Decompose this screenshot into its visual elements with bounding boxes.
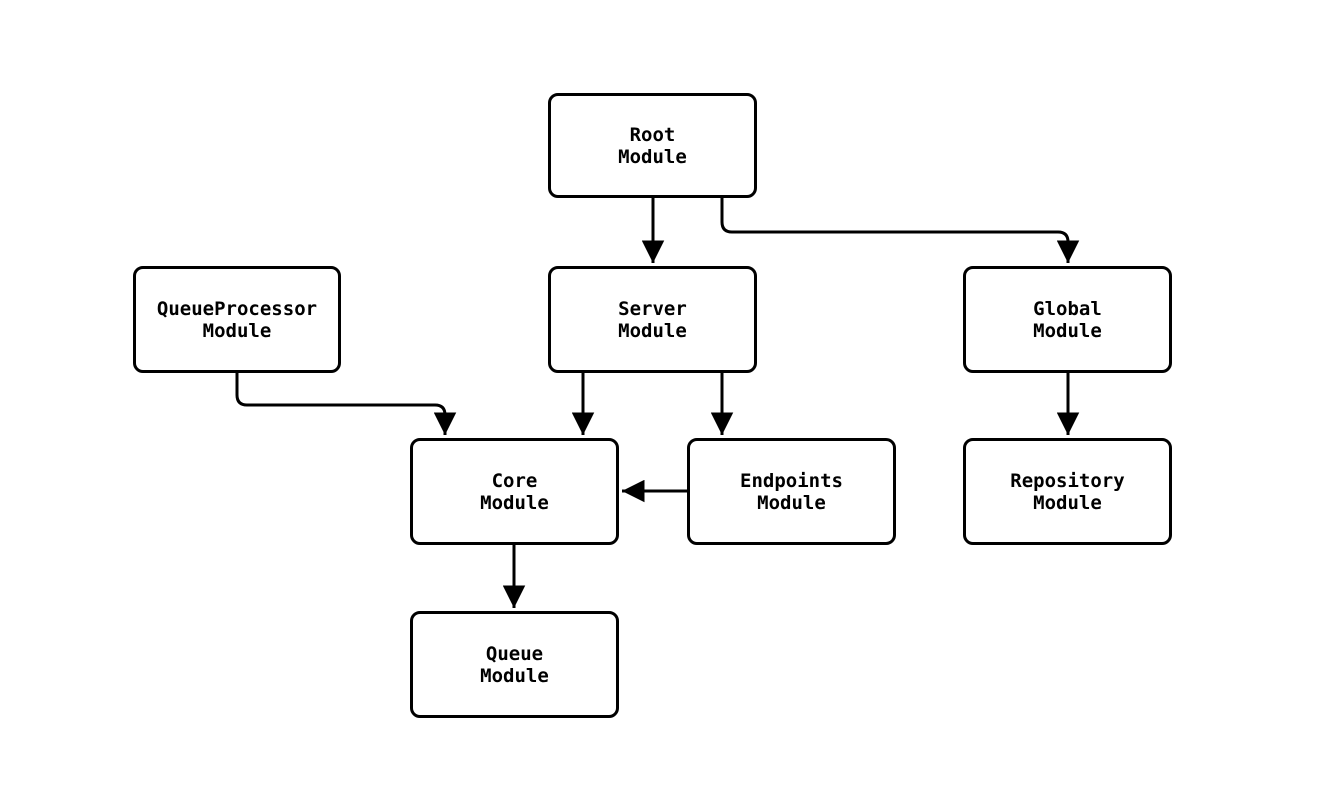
node-queue-module-label: Queue Module: [480, 642, 549, 687]
edge-queueprocessor-core: [235, 373, 457, 435]
node-root-module: Root Module: [548, 93, 757, 198]
node-repository-module-label: Repository Module: [1010, 469, 1125, 514]
node-global-module: Global Module: [963, 266, 1172, 373]
node-queueprocessor-module-label: QueueProcessor Module: [156, 297, 318, 342]
node-queueprocessor-module: QueueProcessor Module: [133, 266, 341, 373]
node-endpoints-module-label: Endpoints Module: [740, 469, 843, 514]
node-repository-module: Repository Module: [963, 438, 1172, 545]
node-core-module: Core Module: [410, 438, 619, 545]
node-global-module-label: Global Module: [1033, 297, 1102, 342]
node-endpoints-module: Endpoints Module: [687, 438, 896, 545]
node-server-module-label: Server Module: [618, 297, 687, 342]
node-server-module: Server Module: [548, 266, 757, 373]
node-core-module-label: Core Module: [480, 469, 549, 514]
node-queue-module: Queue Module: [410, 611, 619, 718]
node-root-module-label: Root Module: [618, 123, 687, 168]
edge-root-global: [720, 198, 1080, 263]
